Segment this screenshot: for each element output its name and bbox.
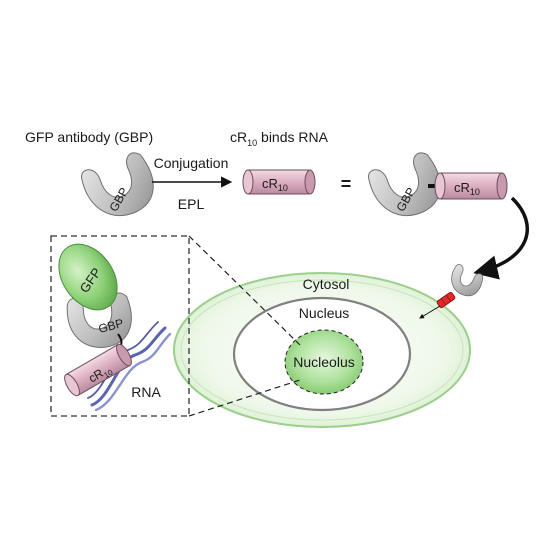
small-gbp-icon [451, 264, 484, 297]
cytosol-inner-ring [180, 279, 464, 421]
delivery-arrow [473, 196, 529, 280]
rna-strand-1 [90, 326, 167, 407]
rna-strand-3 [87, 321, 159, 399]
gbp-crescent-conjugate-icon [368, 152, 441, 217]
epl-label: EPL [178, 196, 205, 212]
nucleus-label: Nucleus [299, 305, 350, 321]
nucleolus-label: Nucleolus [293, 354, 354, 370]
gbp-crescent-icon [81, 152, 154, 217]
membrane-transporter-icon [436, 291, 456, 309]
entry-arrow [419, 305, 441, 319]
cr10-inset-cylinder-icon [64, 343, 132, 397]
rna-strand-2 [94, 332, 172, 412]
gbp-inset-label: GBP [97, 316, 125, 336]
equals-sign: = [341, 174, 352, 194]
gbp-inset-icon [66, 292, 132, 348]
cr10-label: cR10 [262, 176, 288, 193]
zoom-line-top [188, 235, 301, 346]
cr10-conjugate-cylinder-icon [434, 172, 508, 200]
cr10-cylinder-icon [242, 169, 316, 195]
conjugation-label: Conjugation [154, 155, 229, 171]
nucleolus [284, 329, 364, 395]
cr10-heading: cR10 binds RNA [230, 129, 329, 148]
gbp-heading: GFP antibody (GBP) [25, 129, 153, 145]
zoom-inset-box [50, 235, 190, 417]
cr10-conjugate-label: cR10 [454, 180, 480, 197]
rna-label: RNA [131, 384, 161, 400]
cytosol-label: Cytosol [303, 276, 350, 292]
gfp-protein-icon [58, 243, 118, 311]
